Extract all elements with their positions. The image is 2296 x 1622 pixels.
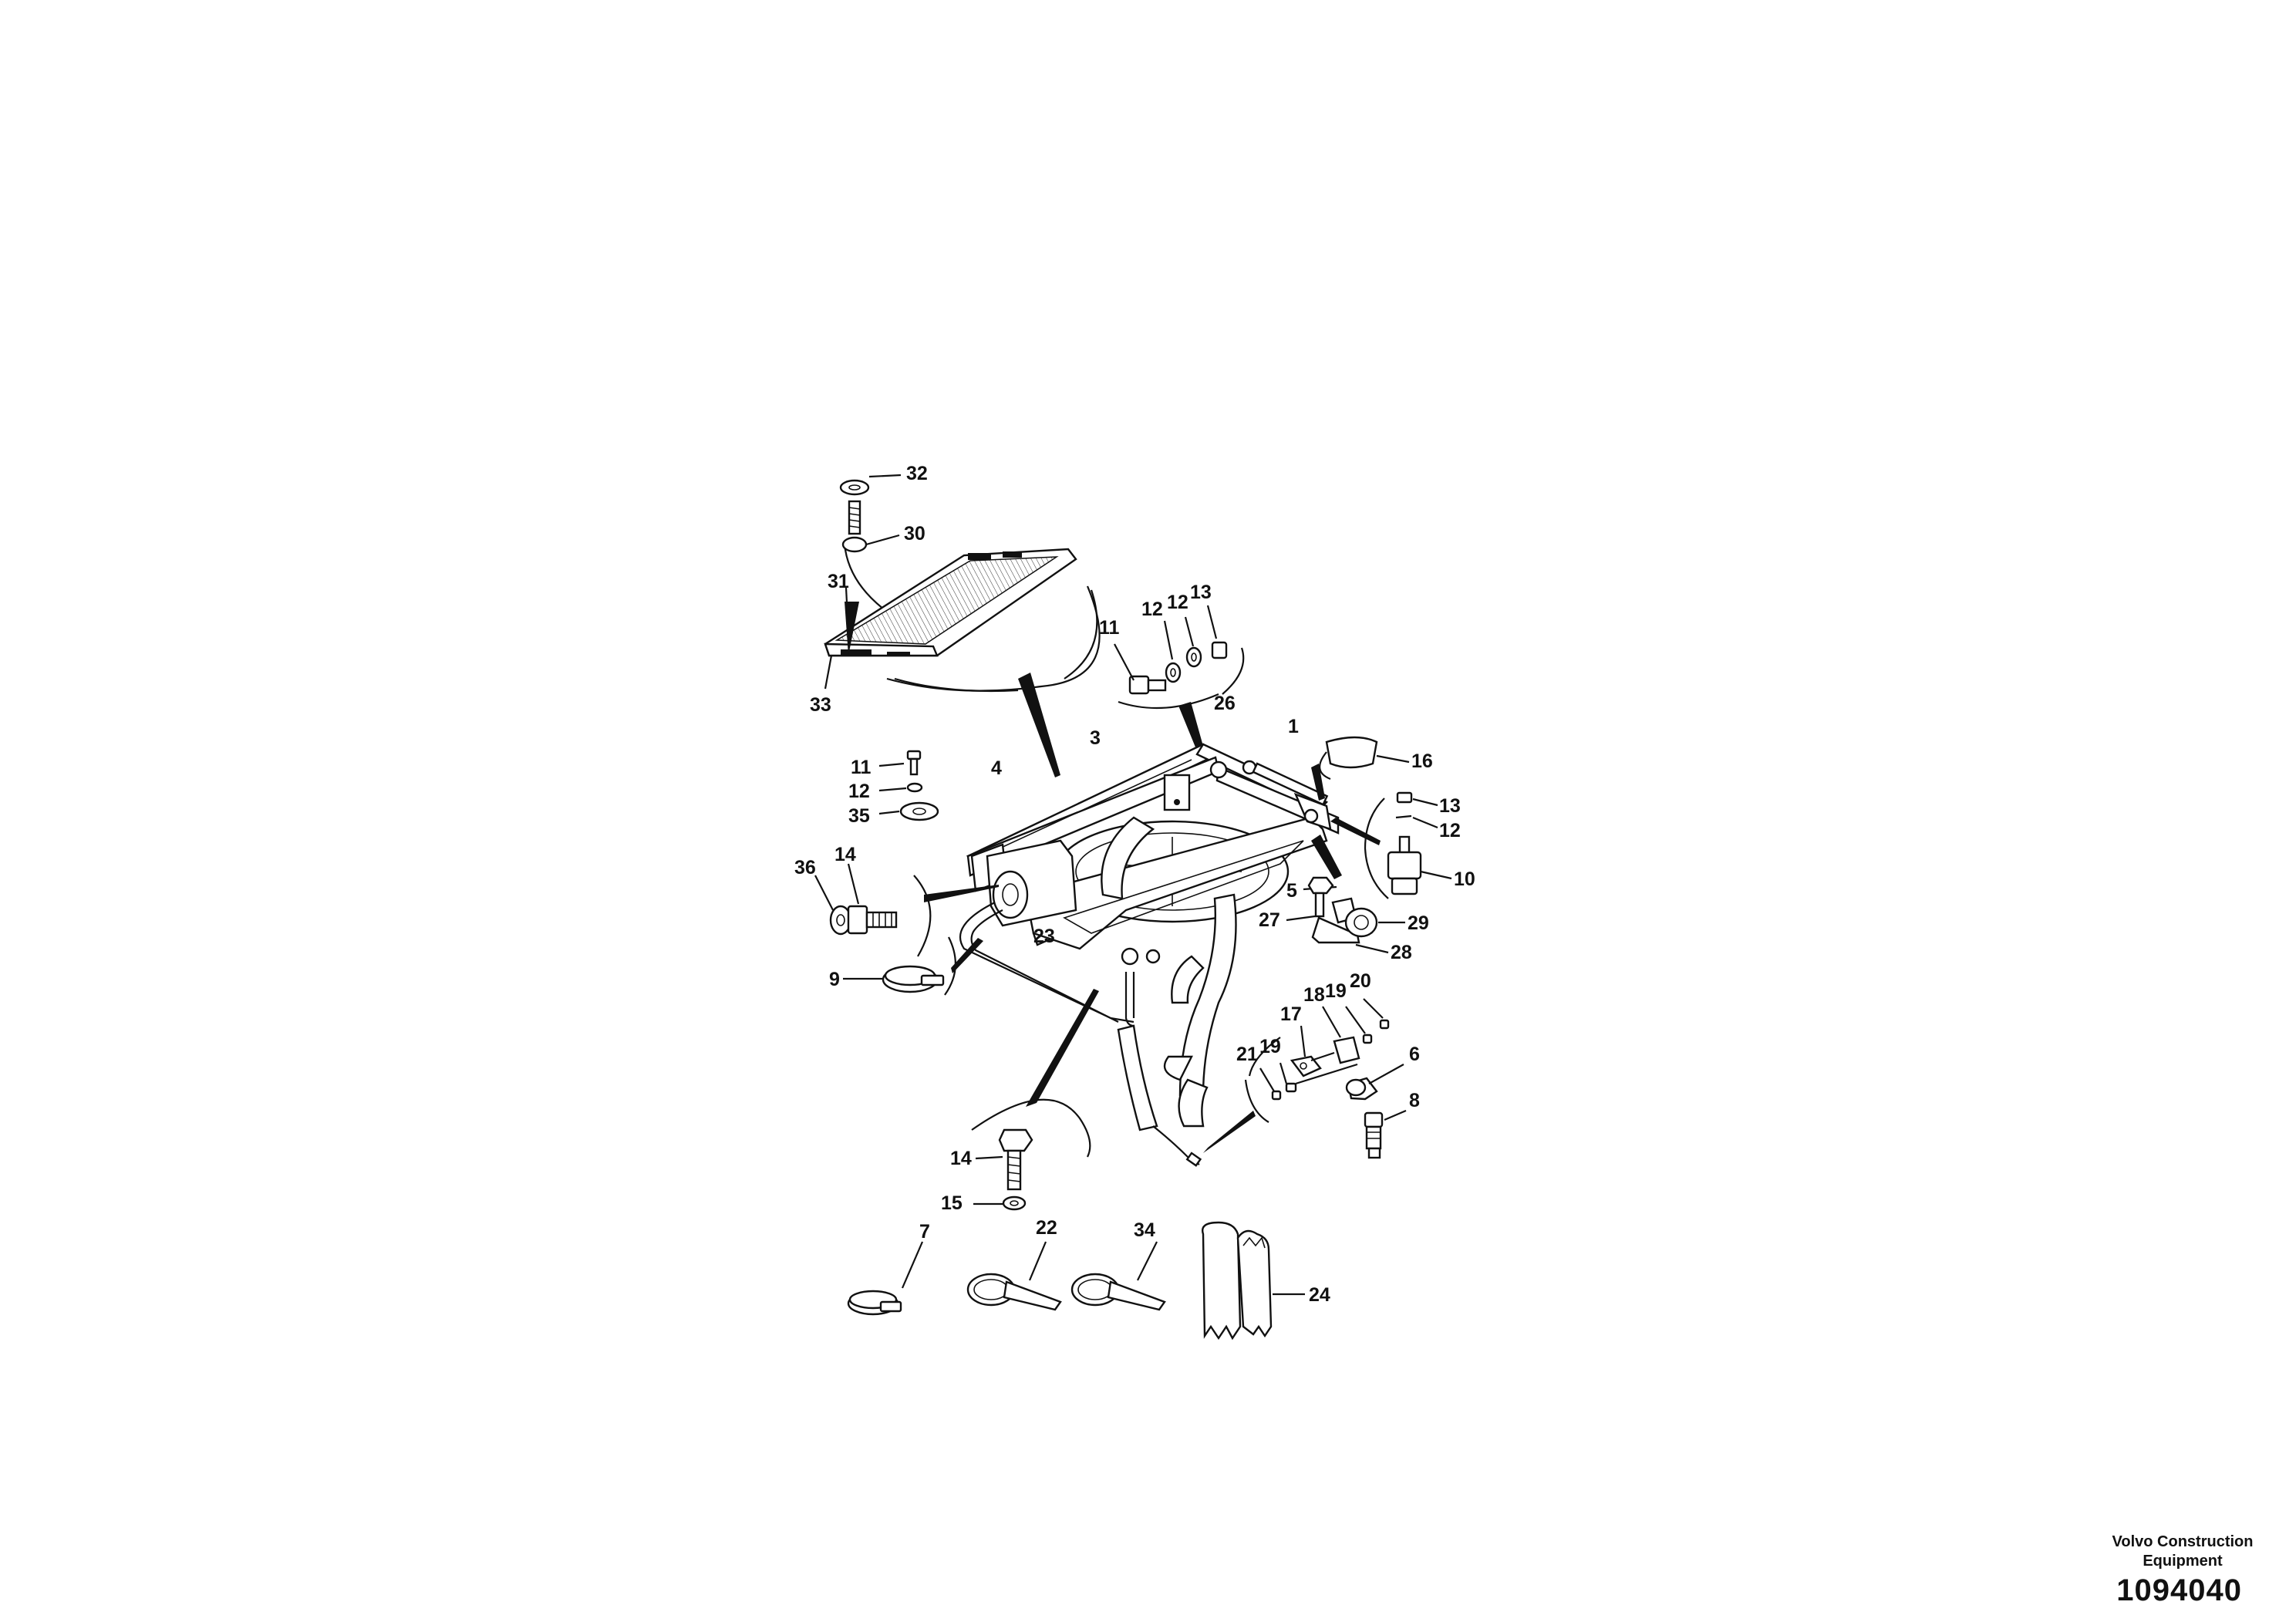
callout-11-left: 11 [851, 757, 872, 778]
callout-17: 17 [1280, 1003, 1302, 1025]
callout-12-top-a: 12 [1141, 599, 1163, 620]
detail-bolt-36 [814, 863, 999, 957]
callout-10: 10 [1454, 868, 1475, 890]
callout-13-right: 13 [1439, 795, 1461, 817]
callout-21: 21 [1236, 1044, 1258, 1065]
callout-6: 6 [1409, 1044, 1420, 1065]
loose-parts-row [847, 1221, 1305, 1340]
detail-bolt-washers [1114, 605, 1245, 757]
callout-11-top: 11 [1099, 617, 1120, 639]
callout-14-left: 14 [834, 844, 856, 865]
callout-27: 27 [1259, 909, 1280, 931]
callout-23: 23 [1033, 926, 1055, 947]
callout-1: 1 [1288, 716, 1299, 737]
callout-9: 9 [829, 969, 840, 990]
callout-35: 35 [848, 805, 870, 827]
callout-29: 29 [1408, 912, 1429, 934]
brand-line-1: Volvo Construction [2112, 1533, 2254, 1550]
callout-4: 4 [991, 757, 1002, 779]
callout-15: 15 [941, 1192, 963, 1214]
brand-line-2: Equipment [2143, 1553, 2223, 1570]
callout-34: 34 [1134, 1219, 1155, 1241]
callout-31: 31 [828, 571, 849, 592]
detail-mount-10 [1330, 791, 1452, 899]
callout-33: 33 [810, 694, 831, 716]
callout-32: 32 [906, 463, 928, 484]
callout-26: 26 [1214, 693, 1236, 714]
detail-bolt-14-lower [971, 989, 1099, 1211]
detail-bolt-washer-left [878, 750, 939, 821]
callout-30: 30 [904, 523, 925, 545]
callout-36: 36 [794, 857, 816, 878]
main-assembly [959, 743, 1340, 1167]
callout-7: 7 [919, 1221, 930, 1243]
callout-28: 28 [1391, 942, 1412, 963]
callout-19-top: 19 [1325, 980, 1347, 1002]
callout-13-top: 13 [1190, 582, 1212, 603]
callout-24: 24 [1309, 1284, 1330, 1306]
callout-8: 8 [1409, 1090, 1420, 1111]
callout-16: 16 [1411, 750, 1433, 772]
detail-sensor-group [1203, 998, 1407, 1159]
callout-18: 18 [1303, 984, 1325, 1006]
detail-cap-16 [1311, 736, 1410, 801]
callout-19-low: 19 [1259, 1036, 1281, 1057]
brand-label: Volvo Construction Equipment [2094, 1533, 2271, 1571]
callout-5: 5 [1286, 880, 1297, 902]
drawing-number: 1094040 [2116, 1573, 2242, 1607]
detail-grille-panel [824, 474, 1101, 777]
callout-22: 22 [1036, 1217, 1057, 1239]
pointer-icon [1311, 835, 1342, 879]
callout-12-top-b: 12 [1167, 592, 1188, 613]
bolt-icon [839, 479, 870, 553]
detail-bracket-28 [1286, 876, 1405, 954]
callout-14-low: 14 [950, 1148, 972, 1169]
callout-12-left: 12 [848, 781, 870, 802]
callout-3: 3 [1090, 727, 1101, 749]
detail-hose-clamp-9 [843, 936, 983, 996]
callout-12-right: 12 [1439, 820, 1461, 841]
callout-20: 20 [1350, 970, 1371, 992]
callout-labels: 32 30 31 33 11 12 12 13 26 1 3 4 11 12 3… [794, 463, 1475, 1306]
